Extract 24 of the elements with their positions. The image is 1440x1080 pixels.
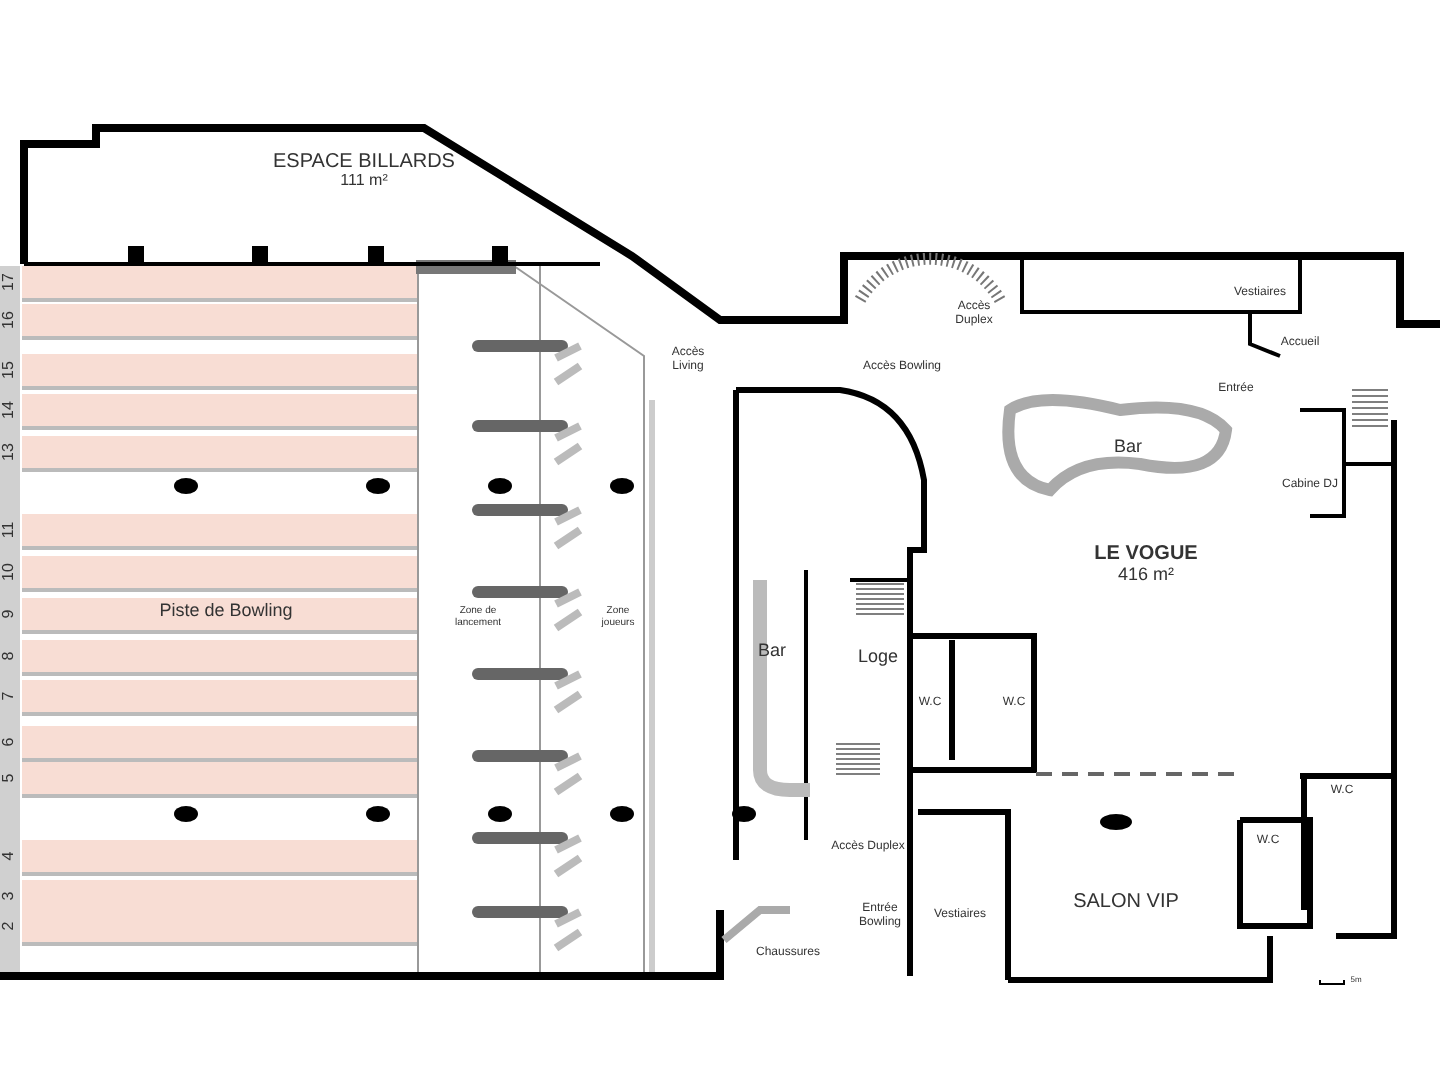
room-label: Bar [758,642,786,662]
lane-number: 2 [1,921,19,931]
lane-number: 16 [1,311,19,329]
lane-number: 10 [1,563,19,581]
room-label: SALON VIP [1073,891,1179,913]
room-label: Loge [857,648,899,668]
lane-number: 17 [1,273,19,291]
lane-number: 14 [1,401,19,419]
room-label: ESPACE BILLARDS [273,151,455,173]
lane-number: 11 [1,521,19,539]
lane-number: 4 [1,851,19,861]
lane-number: 7 [1,691,19,701]
lane-number: 8 [1,651,19,661]
lane-number: 15 [1,361,19,379]
area-label: 416 m² [1118,566,1174,586]
lane-number: 9 [1,609,19,619]
room-label: Piste de Bowling [159,602,293,622]
area-label: 111 m² [340,173,388,191]
room-label: LE VOGUE [1094,543,1198,565]
room-label: Bar [1114,438,1142,458]
lane-number: 5 [1,773,19,783]
lane-number: 3 [1,891,19,901]
lane-number: 6 [1,737,19,747]
lane-number: 13 [1,443,19,461]
